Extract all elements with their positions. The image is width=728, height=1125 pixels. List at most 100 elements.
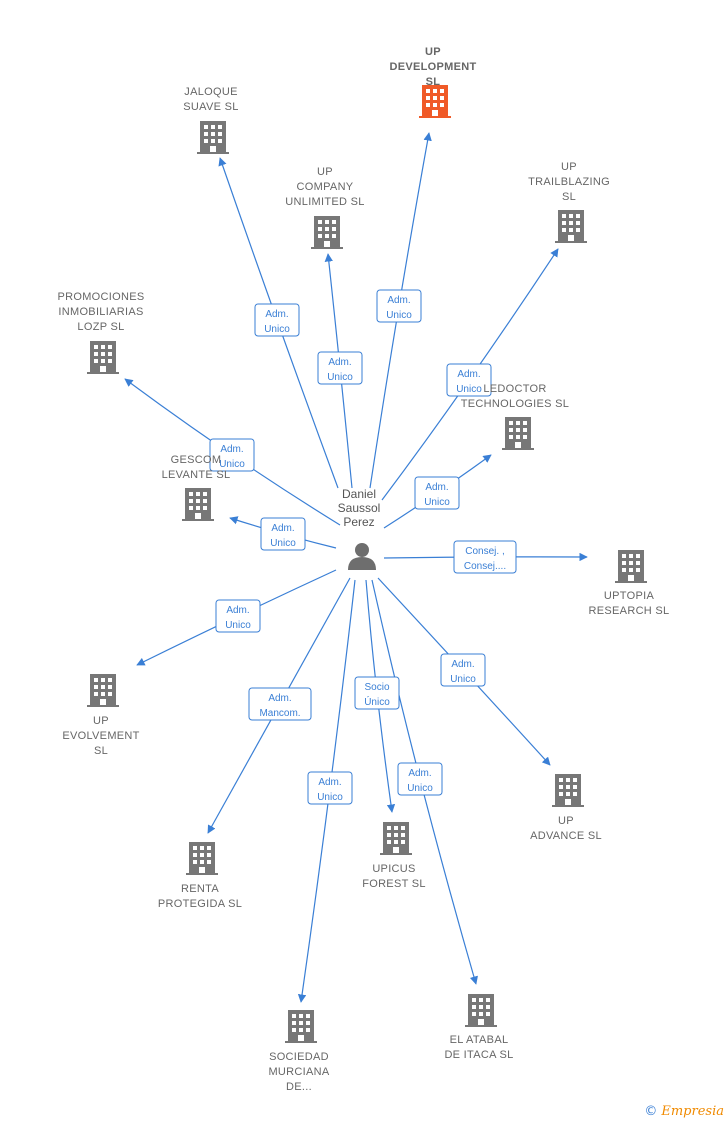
role-label-up-company[interactable]: Adm.Unico <box>317 351 363 385</box>
role-text: Adm. <box>318 777 341 788</box>
role-label-promociones[interactable]: Adm.Unico <box>209 438 255 472</box>
company-name-line: UPTOPIA <box>604 590 655 602</box>
company-name-line: DEVELOPMENT <box>389 61 476 73</box>
building-icon <box>311 216 343 249</box>
building-icon <box>380 822 412 855</box>
person-name-line: Daniel <box>342 487 376 501</box>
company-name-line: RESEARCH SL <box>589 605 670 617</box>
company-name-line: EVOLVEMENT <box>62 730 139 742</box>
building-icon <box>186 842 218 875</box>
role-text: Unico <box>386 310 412 321</box>
building-icon <box>615 550 647 583</box>
role-label-up-development[interactable]: Adm. Unico <box>376 289 422 323</box>
role-label-renta[interactable]: Adm. Mancom. <box>248 687 312 721</box>
person-name-line: Perez <box>343 515 374 529</box>
role-text: Adm. <box>226 605 249 616</box>
role-box <box>414 476 460 510</box>
building-icon <box>285 1010 317 1043</box>
company-name-line: PROMOCIONES <box>57 291 144 303</box>
company-name-line: JALOQUE <box>184 86 237 98</box>
company-name-line: SL <box>426 76 441 88</box>
copyright-icon: © <box>644 1104 658 1119</box>
building-icon <box>197 121 229 154</box>
role-text: Adm. <box>451 659 474 670</box>
role-label-sociedad[interactable]: Adm.Unico <box>307 771 353 805</box>
company-name-line: RENTA <box>181 883 219 895</box>
building-icon <box>87 674 119 707</box>
role-text: Adm. <box>268 693 291 704</box>
company-node-jaloque[interactable]: JALOQUE SUAVE SL <box>183 86 238 154</box>
role-label-up-advance[interactable]: Adm.Unico <box>440 653 486 687</box>
role-text: Único <box>364 695 390 708</box>
role-label-up-trailblazing[interactable]: Adm.Unico <box>446 363 492 397</box>
company-name-line: LOZP SL <box>77 321 124 333</box>
role-text: Adm. <box>425 482 448 493</box>
role-label-gescom[interactable]: Adm. Unico <box>260 517 306 551</box>
company-node-gescom[interactable]: GESCOM LEVANTE SL <box>162 454 231 521</box>
role-label-ledoctor[interactable]: Adm.Unico <box>414 476 460 510</box>
role-text: Mancom. <box>259 708 300 719</box>
person-name-line: Saussol <box>338 501 381 515</box>
role-text: Unico <box>270 538 296 549</box>
company-node-up-development[interactable]: UP DEVELOPMENT SL <box>389 46 476 118</box>
company-name-line: LEDOCTOR <box>483 383 546 395</box>
company-name-line: UP <box>558 815 574 827</box>
role-text: Socio <box>364 682 389 693</box>
role-box <box>317 351 363 385</box>
company-name-line: DE ITACA SL <box>444 1049 513 1061</box>
role-text: Unico <box>327 372 353 383</box>
role-text: Unico <box>407 783 433 794</box>
company-node-up-advance[interactable]: UP ADVANCE SL <box>530 774 602 842</box>
company-name-line: LEVANTE SL <box>162 469 231 481</box>
role-box <box>376 289 422 323</box>
company-name-line: GESCOM <box>171 454 222 466</box>
company-name-line: MURCIANA <box>268 1066 329 1078</box>
company-node-uptopia[interactable]: UPTOPIA RESEARCH SL <box>589 550 670 617</box>
role-label-jaloque[interactable]: Adm.Unico <box>254 303 300 337</box>
role-label-el-atabal[interactable]: Adm.Unico <box>397 762 443 796</box>
company-name-line: ADVANCE SL <box>530 830 602 842</box>
role-label-up-evolvement[interactable]: Adm. Unico <box>215 599 261 633</box>
company-name-line: UPICUS <box>372 863 415 875</box>
role-box <box>254 303 300 337</box>
company-name-line: DE... <box>286 1081 312 1093</box>
role-box <box>397 762 443 796</box>
footer-brand[interactable]: ©Empresia <box>644 1104 724 1119</box>
role-text: Unico <box>219 459 245 470</box>
company-name-line: PROTEGIDA SL <box>158 898 242 910</box>
role-box <box>248 687 312 721</box>
role-box <box>354 676 400 710</box>
company-name-line: SUAVE SL <box>183 101 238 113</box>
company-name-line: SL <box>94 745 108 757</box>
building-icon <box>502 417 534 450</box>
role-box <box>453 540 517 574</box>
role-text: Adm. <box>271 523 294 534</box>
role-label-uptopia[interactable]: Consej. ,Consej.... <box>453 540 517 574</box>
company-name-line: UP <box>425 46 441 58</box>
company-node-renta[interactable]: RENTA PROTEGIDA SL <box>158 842 242 910</box>
role-text: Unico <box>225 620 251 631</box>
brand-logo-text: Empresia <box>661 1104 724 1119</box>
company-name-line: COMPANY <box>297 181 354 193</box>
company-node-sociedad[interactable]: SOCIEDADMURCIANADE... <box>268 1010 330 1093</box>
role-text: Adm. <box>457 369 480 380</box>
role-box <box>307 771 353 805</box>
company-name-line: UP <box>561 161 577 173</box>
building-icon <box>419 85 451 118</box>
role-text: Adm. <box>387 295 410 306</box>
building-icon <box>555 210 587 243</box>
role-box <box>260 517 306 551</box>
building-icon <box>87 341 119 374</box>
